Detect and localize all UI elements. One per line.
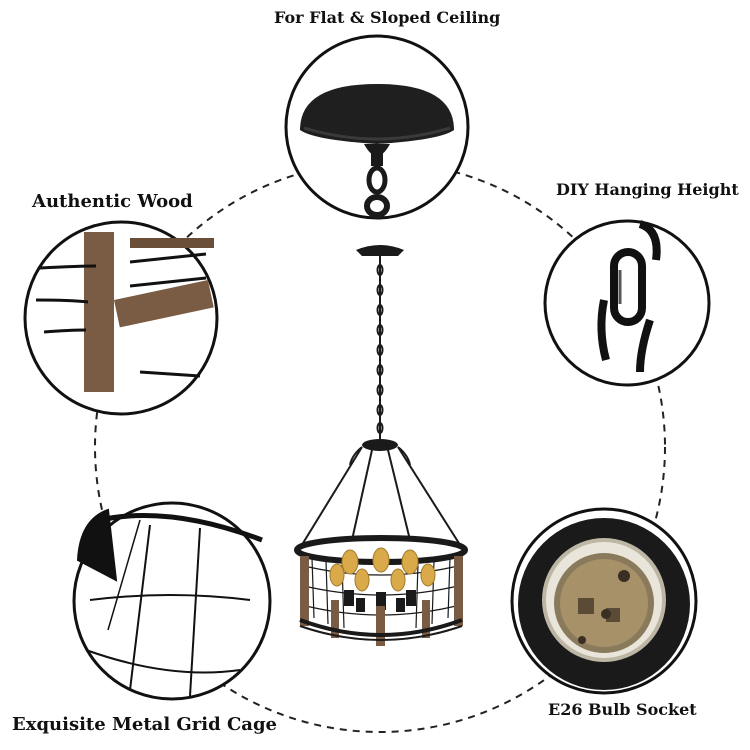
- chandelier: [294, 245, 468, 646]
- chain-callout: [543, 219, 711, 387]
- chandelier-canopy: [356, 245, 404, 256]
- feature-label-socket: E26 Bulb Socket: [548, 700, 697, 719]
- sockets: [344, 590, 416, 612]
- suspension-rods: [299, 446, 463, 549]
- feature-label-ceiling: For Flat & Sloped Ceiling: [274, 8, 501, 27]
- feature-label-wood: Authentic Wood: [32, 191, 193, 212]
- cage-bottom-ring: [299, 618, 463, 637]
- wood-posts: [300, 556, 463, 646]
- chain-link-icon: [597, 220, 661, 373]
- chandelier-chain: [376, 256, 384, 440]
- socket-callout: [510, 507, 698, 695]
- cage-callout: [72, 501, 272, 701]
- bulbs: [329, 547, 436, 592]
- feature-label-height: DIY Hanging Height: [556, 180, 739, 199]
- chandelier-hub: [362, 439, 398, 451]
- bulb-socket-icon: [518, 518, 690, 690]
- wood-frame-icon: [35, 232, 214, 392]
- metal-cage-icon: [76, 508, 263, 697]
- ceiling-canopy-icon: [300, 84, 454, 218]
- canopy-callout: [284, 34, 470, 220]
- wood-callout: [23, 220, 219, 416]
- feature-label-cage: Exquisite Metal Grid Cage: [12, 714, 277, 735]
